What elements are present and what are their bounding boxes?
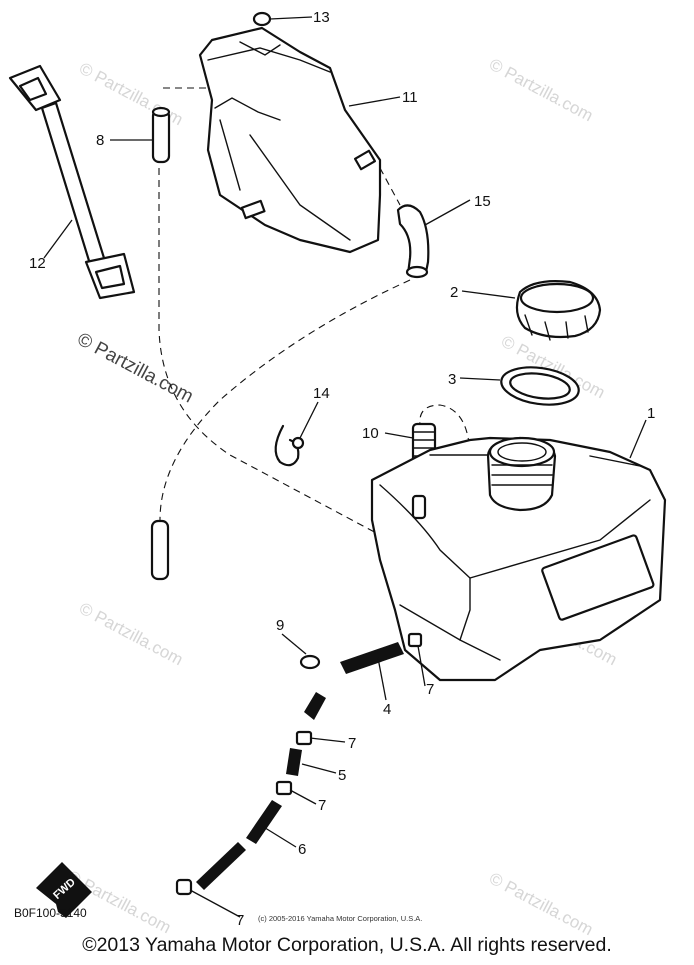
- part-7-clamp-a: [407, 632, 423, 648]
- part-6-hose: [196, 800, 282, 890]
- watermark: © Partzilla.com: [76, 599, 186, 670]
- part-14-clip: [274, 424, 305, 467]
- callout-7: 7: [426, 681, 434, 698]
- diagram-code: B0F100-5140: [14, 906, 87, 920]
- callout-8: 8: [96, 132, 104, 149]
- callout-13: 13: [313, 9, 330, 26]
- part-7-clamp-d: [175, 878, 193, 896]
- footer-copyright: ©2013 Yamaha Motor Corporation, U.S.A. A…: [82, 934, 612, 956]
- callout-3: 3: [448, 371, 456, 388]
- part-9-clip: [299, 654, 321, 670]
- part-3-gasket: [500, 366, 580, 406]
- inner-copyright: (c) 2005-2016 Yamaha Motor Corporation, …: [258, 914, 423, 923]
- callout-7: 7: [318, 797, 326, 814]
- part-7-clamp-c: [275, 780, 293, 796]
- callouts: 13 11 8 12 15 2 3 14 10 1 9 4 7 7 5 7 6 …: [29, 9, 655, 929]
- part-1-fuel-tank: [370, 436, 667, 682]
- part-4-hose: [304, 642, 404, 720]
- part-7-clamp-b: [295, 730, 313, 746]
- part-8-hose: [151, 106, 171, 164]
- callout-7: 7: [236, 912, 244, 929]
- part-12-strap: [8, 64, 136, 300]
- callout-15: 15: [474, 193, 491, 210]
- callout-6: 6: [298, 841, 306, 858]
- callout-10: 10: [362, 425, 379, 442]
- part-11-oil-tank: [198, 26, 382, 254]
- leader-lines: [43, 16, 647, 918]
- callout-12: 12: [29, 255, 46, 272]
- watermark: © Partzilla.com: [486, 869, 596, 940]
- watermark-large: © Partzilla.com: [74, 329, 197, 408]
- lower-hose: [150, 519, 170, 581]
- callout-1: 1: [647, 405, 655, 422]
- callout-9: 9: [276, 617, 284, 634]
- callout-14: 14: [313, 385, 330, 402]
- part-15-hose: [396, 204, 430, 279]
- callout-7: 7: [348, 735, 356, 752]
- watermark: © Partzilla.com: [486, 55, 596, 126]
- part-13-cap: [252, 11, 272, 27]
- part-2-fuel-cap: [515, 280, 602, 341]
- callout-2: 2: [450, 284, 458, 301]
- fwd-arrow: FWD: [36, 862, 92, 918]
- callout-4: 4: [383, 701, 391, 718]
- part-5-fuel-cock: [286, 748, 302, 776]
- callout-5: 5: [338, 767, 346, 784]
- callout-11: 11: [402, 89, 418, 106]
